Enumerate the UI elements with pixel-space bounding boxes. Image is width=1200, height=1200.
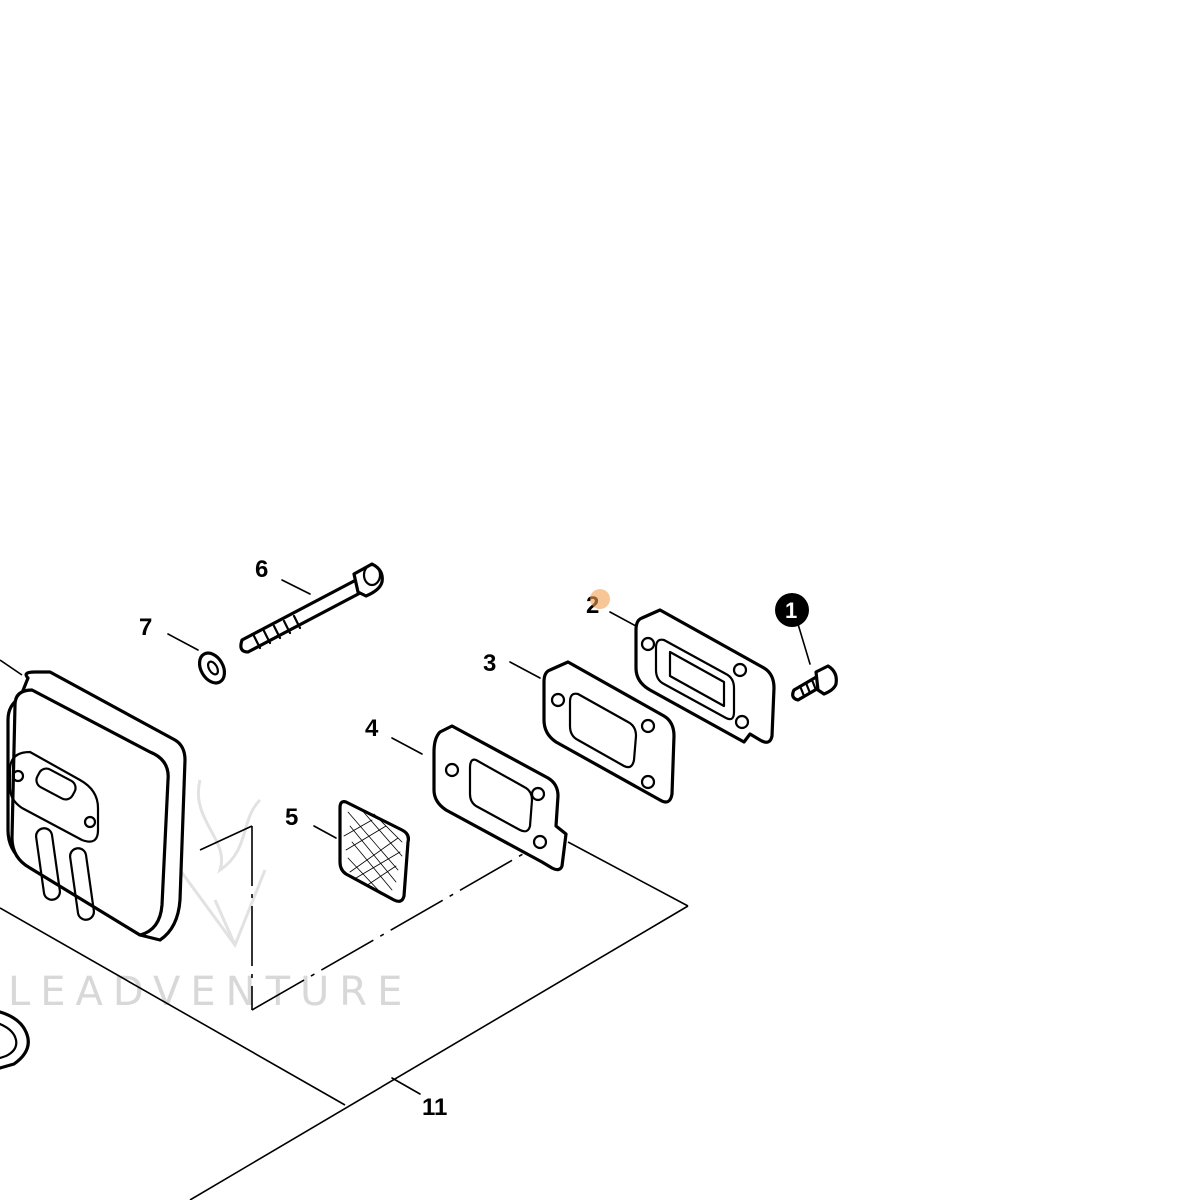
part-6-bolt <box>239 562 384 654</box>
callout-6: 6 <box>255 556 268 583</box>
watermark-text: LEADVENTURE <box>8 969 412 1015</box>
leader-lines <box>167 579 811 1095</box>
callout-7: 7 <box>139 614 152 641</box>
callout-1: 1 <box>785 598 797 623</box>
watermark-logo <box>178 779 267 949</box>
part-2-flange <box>634 608 776 744</box>
callout-11: 11 <box>422 1094 447 1121</box>
callout-3: 3 <box>483 650 496 677</box>
part-5-spark-screen <box>338 800 410 903</box>
part-4-gasket <box>432 724 568 872</box>
muffler <box>6 670 187 942</box>
callout-4: 4 <box>365 715 379 742</box>
highlight-marker[interactable] <box>590 589 610 609</box>
callout-5: 5 <box>285 804 298 831</box>
callout-1-badge <box>775 593 809 627</box>
part-1-screw <box>791 664 838 702</box>
assembly-frame <box>0 659 689 1200</box>
part-7-washer <box>197 651 227 685</box>
lower-housing-fragment <box>0 1010 30 1070</box>
part-3-gasket <box>542 660 676 804</box>
